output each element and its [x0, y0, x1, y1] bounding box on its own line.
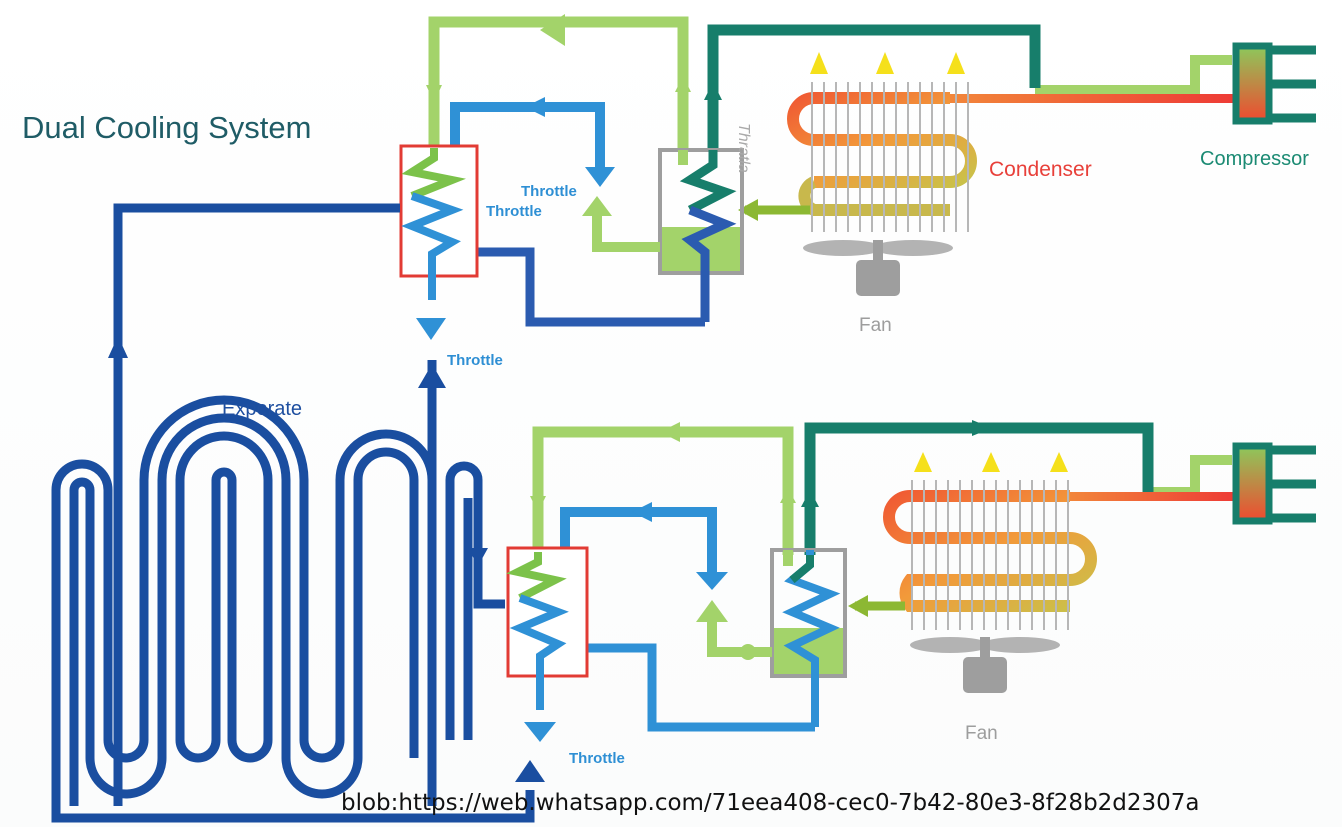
throttle-label-upper-bottom: Throttle — [447, 352, 503, 369]
lower-receiver — [770, 548, 847, 727]
upper-heat-exchanger — [399, 144, 479, 300]
diagram-title: Dual Cooling System — [22, 110, 312, 145]
thratla-label: Thratla — [735, 123, 752, 173]
evaporator-coil — [51, 360, 535, 823]
upper-teal-line — [707, 24, 1041, 150]
upper-compressor — [1232, 42, 1316, 125]
footer-url-text: blob:https://web.whatsapp.com/71eea408-c… — [341, 790, 1200, 816]
upper-condenser-coil — [787, 52, 977, 232]
condenser-label: Condenser — [989, 158, 1092, 181]
lower-condenser-coil — [883, 452, 1097, 630]
upper-green-arrow — [540, 14, 565, 46]
lower-fan-icon — [910, 637, 1060, 693]
upper-fan-icon — [803, 240, 953, 296]
evaporator-label: Experate — [222, 398, 303, 420]
fan-label-upper: Fan — [859, 315, 892, 336]
lower-system — [506, 420, 1316, 742]
upper-system — [108, 14, 1316, 806]
lower-compressor — [1232, 442, 1316, 525]
fan-label-lower: Fan — [965, 723, 998, 744]
lower-heat-exchanger — [506, 546, 589, 710]
upper-receiver — [658, 148, 744, 322]
throttle-label-upper-left: Throttle — [486, 203, 542, 220]
compressor-label: Compressor — [1200, 148, 1309, 170]
throttle-label-lower-bottom: Throttle — [569, 750, 625, 767]
throttle-label-upper-right: Throttle — [521, 183, 577, 200]
